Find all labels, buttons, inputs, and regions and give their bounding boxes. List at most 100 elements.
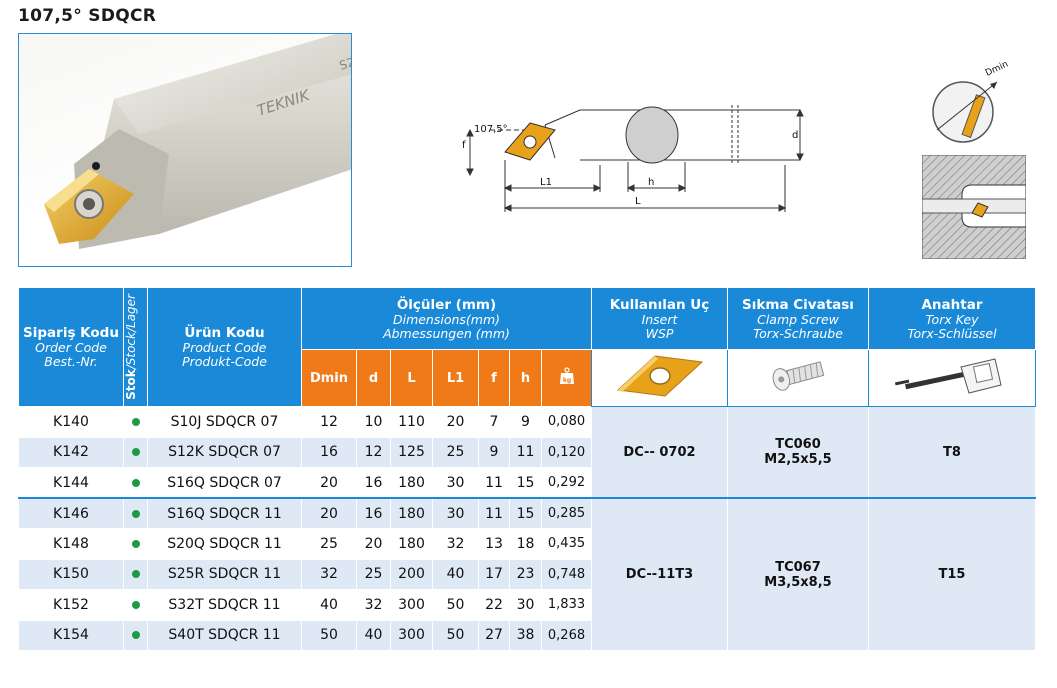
table-cell: 20: [356, 528, 391, 560]
header-dimensions: Ölçüler (mm) Dimensions(mm) Abmessungen …: [301, 287, 592, 350]
table-cell: 180: [390, 528, 433, 560]
table-cell: 0,285: [541, 497, 592, 529]
table-cell: 12: [301, 406, 357, 438]
col-dmin: Dmin: [301, 349, 357, 407]
insert-group-1: DC-- 0702: [591, 406, 728, 499]
table-cell: 11: [478, 497, 510, 529]
table-cell: 9: [509, 406, 542, 438]
table-cell: K152: [18, 589, 124, 621]
table-cell: 9: [478, 436, 510, 468]
col-l: L: [390, 349, 433, 407]
label-f: f: [462, 140, 466, 151]
table-cell: K154: [18, 619, 124, 651]
table-cell: 11: [509, 436, 542, 468]
table-cell: 20: [301, 497, 357, 529]
table-cell: 22: [478, 589, 510, 621]
col-weight: kg: [541, 349, 592, 407]
angle-label: 107,5°: [474, 124, 508, 135]
table-cell: 15: [509, 497, 542, 529]
col-l1: L1: [432, 349, 479, 407]
col-h: h: [509, 349, 542, 407]
table-cell: 25: [356, 558, 391, 590]
table-row: K154 S40T SDQCR 11 50 40 300 50 27 38 0,…: [18, 619, 1036, 651]
insert-shape-small: [504, 122, 556, 161]
table-cell: K142: [18, 436, 124, 468]
key-group-2: T15: [868, 497, 1036, 651]
table-cell: S12K SDQCR 07: [147, 436, 302, 468]
table-cell: S25R SDQCR 11: [147, 558, 302, 590]
table-cell: 16: [301, 436, 357, 468]
table-cell: 50: [432, 589, 479, 621]
table-cell: 11: [478, 467, 510, 499]
table-row: K144 S16Q SDQCR 07 20 16 180 30 11 15 0,…: [18, 467, 1036, 499]
label-l: L: [635, 196, 641, 207]
table-cell: 7: [478, 406, 510, 438]
table-cell: 300: [390, 589, 433, 621]
table-row: K150 S25R SDQCR 11 32 25 200 40 17 23 0,…: [18, 558, 1036, 590]
label-dmin: Dmin: [984, 60, 1010, 79]
clamp-screw-image: [727, 349, 869, 407]
table-cell: 10: [356, 406, 391, 438]
page-title: 107,5° SDQCR: [18, 6, 157, 26]
table-cell: 110: [390, 406, 433, 438]
table-cell: [123, 619, 148, 651]
table-cell: 16: [356, 497, 391, 529]
table-cell: 1,833: [541, 589, 592, 621]
table-row: K140 S10J SDQCR 07 12 10 110 20 7 9 0,08…: [18, 406, 1036, 499]
table-cell: 30: [432, 467, 479, 499]
boring-bar-image: TEKNIK S2: [44, 34, 351, 249]
table-cell: [123, 467, 148, 499]
technical-drawing: 107,5° f d L1 h L: [460, 90, 820, 220]
table-cell: K144: [18, 467, 124, 499]
table-cell: K150: [18, 558, 124, 590]
table-cell: 20: [301, 467, 357, 499]
col-f: f: [478, 349, 510, 407]
stock-indicator: [131, 600, 140, 609]
table-cell: 0,292: [541, 467, 592, 499]
label-h: h: [648, 177, 654, 188]
stock-indicator: [131, 417, 140, 426]
table-row: K148 S20Q SDQCR 11 25 20 180 32 13 18 0,…: [18, 528, 1036, 560]
table-cell: S16Q SDQCR 11: [147, 497, 302, 529]
table-cell: 0,748: [541, 558, 592, 590]
weight-icon: kg: [559, 367, 574, 384]
table-cell: 180: [390, 467, 433, 499]
table-cell: 30: [432, 497, 479, 529]
table-cell: S16Q SDQCR 07: [147, 467, 302, 499]
table-cell: 50: [301, 619, 357, 651]
table-cell: 15: [509, 467, 542, 499]
table-cell: 38: [509, 619, 542, 651]
header-stock: Stok/Stock/Lager: [123, 287, 148, 407]
label-l1: L1: [540, 177, 552, 188]
table-cell: 180: [390, 497, 433, 529]
table-cell: [123, 406, 148, 438]
table-cell: 50: [432, 619, 479, 651]
table-cell: 200: [390, 558, 433, 590]
table-cell: 40: [432, 558, 479, 590]
table-cell: 13: [478, 528, 510, 560]
table-cell: S40T SDQCR 11: [147, 619, 302, 651]
table-cell: 0,080: [541, 406, 592, 438]
table-cell: [123, 528, 148, 560]
key-group-1: T8: [868, 406, 1036, 499]
stock-indicator: [131, 509, 140, 518]
spec-table: Sipariş Kodu Order Code Best.-Nr. Stok/S…: [18, 287, 1036, 651]
table-cell: 30: [509, 589, 542, 621]
table-cell: K146: [18, 497, 124, 529]
torx-key-image: [868, 349, 1036, 407]
table-cell: S10J SDQCR 07: [147, 406, 302, 438]
header-insert: Kullanılan Uç Insert WSP: [591, 287, 728, 350]
insert-group-2: DC--11T3: [591, 497, 728, 651]
table-row: K142 S12K SDQCR 07 16 12 125 25 9 11 0,1…: [18, 436, 1036, 468]
header-clamp-screw: Sıkma Civatası Clamp Screw Torx-Schraube: [727, 287, 869, 350]
stock-indicator: [131, 478, 140, 487]
table-row: K152 S32T SDQCR 11 40 32 300 50 22 30 1,…: [18, 589, 1036, 621]
table-cell: 25: [432, 436, 479, 468]
table-cell: 25: [301, 528, 357, 560]
table-cell: 0,120: [541, 436, 592, 468]
insert-image: [591, 349, 728, 407]
stock-indicator: [131, 539, 140, 548]
header-order-code: Sipariş Kodu Order Code Best.-Nr.: [18, 287, 124, 407]
table-cell: 32: [356, 589, 391, 621]
